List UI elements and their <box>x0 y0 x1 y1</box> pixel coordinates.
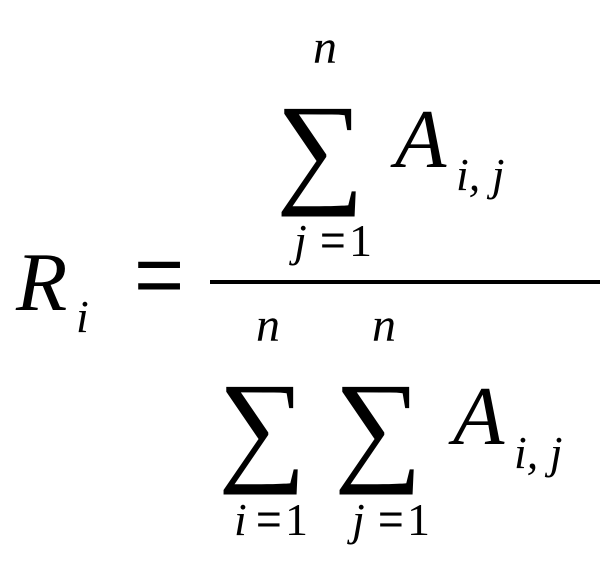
denominator-outer-sigma-icon: ∑ <box>218 358 306 495</box>
equals-sign: = <box>134 227 184 323</box>
denominator-inner-sum-lower-var: j <box>347 494 365 545</box>
denominator-inner-sum-upper: n <box>372 299 396 352</box>
fraction-bar <box>210 280 600 284</box>
denominator-term-subscript: i, j <box>514 427 563 478</box>
denominator-term: A <box>448 370 505 463</box>
numerator-sum-lower-eq: = <box>320 216 346 265</box>
denominator-inner-sigma-icon: ∑ <box>334 358 422 495</box>
numerator: n ∑ j = 1 A i, j <box>276 21 505 266</box>
numerator-sum-upper: n <box>313 21 337 74</box>
numerator-term: A <box>390 93 447 186</box>
numerator-sum-lower-val: 1 <box>349 215 372 266</box>
numerator-sigma-icon: ∑ <box>276 80 364 217</box>
denominator-inner-sum-lower-eq: = <box>378 495 404 544</box>
lhs: R i <box>15 236 89 342</box>
numerator-term-subscript: i, j <box>456 149 505 200</box>
denominator: n ∑ i = 1 n ∑ j = 1 A i, j <box>218 299 563 545</box>
denominator-outer-sum-upper: n <box>256 299 280 352</box>
numerator-sum-lower-var: j <box>289 215 307 266</box>
lhs-subscript: i <box>76 291 89 342</box>
lhs-symbol: R <box>15 236 67 329</box>
denominator-inner-sum-lower-val: 1 <box>407 494 430 545</box>
denominator-outer-sum-lower-var: i <box>234 494 247 545</box>
denominator-outer-sum-lower-val: 1 <box>285 494 308 545</box>
denominator-outer-sum-lower-eq: = <box>256 495 282 544</box>
